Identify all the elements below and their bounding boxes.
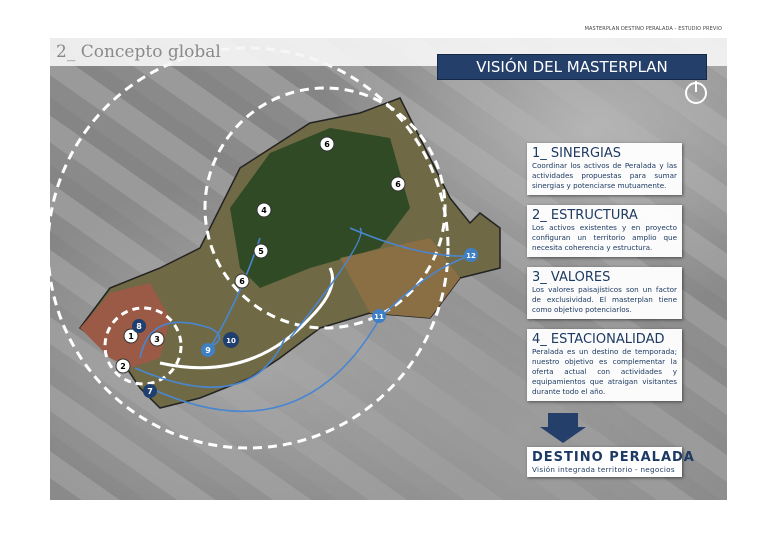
marker-3[interactable]: 3 bbox=[149, 331, 165, 347]
marker-1[interactable]: 1 bbox=[123, 328, 139, 344]
marker-5[interactable]: 5 bbox=[253, 243, 269, 259]
svg-text:3: 3 bbox=[154, 335, 160, 344]
marker-6[interactable]: 6 bbox=[319, 136, 335, 152]
marker-6[interactable]: 6 bbox=[234, 273, 250, 289]
card-sinergias: 1_ SINERGIAS Coordinar los activos de Pe… bbox=[527, 143, 682, 195]
town-area bbox=[80, 283, 170, 368]
svg-text:8: 8 bbox=[136, 322, 142, 331]
masterplan-banner: VISIÓN DEL MASTERPLAN bbox=[437, 54, 707, 80]
slide-frame: 2_ Concepto global VISIÓN DEL MASTERPLAN… bbox=[50, 38, 727, 500]
card-text: Coordinar los activos de Peralada y las … bbox=[532, 161, 677, 190]
card-title: 4_ ESTACIONALIDAD bbox=[532, 332, 665, 347]
fields-area bbox=[340, 238, 460, 318]
section-title: 2_ Concepto global bbox=[56, 42, 221, 62]
marker-4[interactable]: 4 bbox=[256, 202, 272, 218]
document-title: MASTERPLAN DESTINO PERALADA - ESTUDIO PR… bbox=[584, 26, 722, 32]
card-text: Los activos existentes y en proyecto con… bbox=[532, 223, 677, 252]
marker-8[interactable]: 8 bbox=[132, 319, 146, 333]
golf-area bbox=[230, 128, 410, 288]
card-text: Los valores paisajísticos son un factor … bbox=[532, 285, 677, 314]
marker-12[interactable]: 12 bbox=[464, 248, 478, 262]
marker-10[interactable]: 10 bbox=[223, 332, 239, 348]
card-estructura: 2_ ESTRUCTURA Los activos existentes y e… bbox=[527, 205, 682, 257]
card-valores: 3_ VALORES Los valores paisajísticos son… bbox=[527, 267, 682, 319]
card-title: 3_ VALORES bbox=[532, 270, 611, 285]
town-circle bbox=[103, 306, 183, 386]
power-icon[interactable] bbox=[685, 81, 707, 104]
marker-9[interactable]: 9 bbox=[201, 343, 215, 357]
destination-subtitle: Visión integrada territorio - negocios bbox=[532, 465, 675, 474]
marker-7[interactable]: 7 bbox=[143, 384, 157, 398]
marker-6[interactable]: 6 bbox=[390, 176, 406, 192]
svg-text:7: 7 bbox=[147, 387, 153, 396]
card-estacionalidad: 4_ ESTACIONALIDAD Peralada es un destino… bbox=[527, 329, 682, 401]
svg-text:4: 4 bbox=[261, 206, 267, 215]
card-title: 2_ ESTRUCTURA bbox=[532, 208, 638, 223]
svg-text:6: 6 bbox=[324, 140, 330, 149]
card-title: 1_ SINERGIAS bbox=[532, 146, 622, 161]
masterplan-map bbox=[50, 46, 501, 450]
svg-text:9: 9 bbox=[205, 346, 211, 355]
marker-11[interactable]: 11 bbox=[372, 309, 386, 323]
marker-2[interactable]: 2 bbox=[115, 358, 131, 374]
svg-text:12: 12 bbox=[466, 252, 476, 260]
svg-text:10: 10 bbox=[226, 337, 236, 345]
upper-circle bbox=[203, 86, 447, 330]
card-text: Peralada es un destino de temporada; nue… bbox=[532, 347, 677, 396]
outer-circle bbox=[50, 46, 450, 450]
svg-text:5: 5 bbox=[258, 247, 264, 256]
destination-box: DESTINO PERALADA Visión integrada territ… bbox=[527, 447, 695, 477]
svg-text:6: 6 bbox=[395, 180, 401, 189]
svg-text:1: 1 bbox=[128, 332, 134, 341]
svg-text:2: 2 bbox=[120, 362, 126, 371]
map-markers: 6 6 4 5 6 1 3 2 8 9 10 7 11 12 bbox=[115, 136, 478, 398]
destination-title: DESTINO PERALADA bbox=[532, 450, 695, 465]
connection-lines bbox=[134, 227, 471, 413]
svg-text:6: 6 bbox=[239, 277, 245, 286]
svg-text:11: 11 bbox=[374, 313, 384, 321]
